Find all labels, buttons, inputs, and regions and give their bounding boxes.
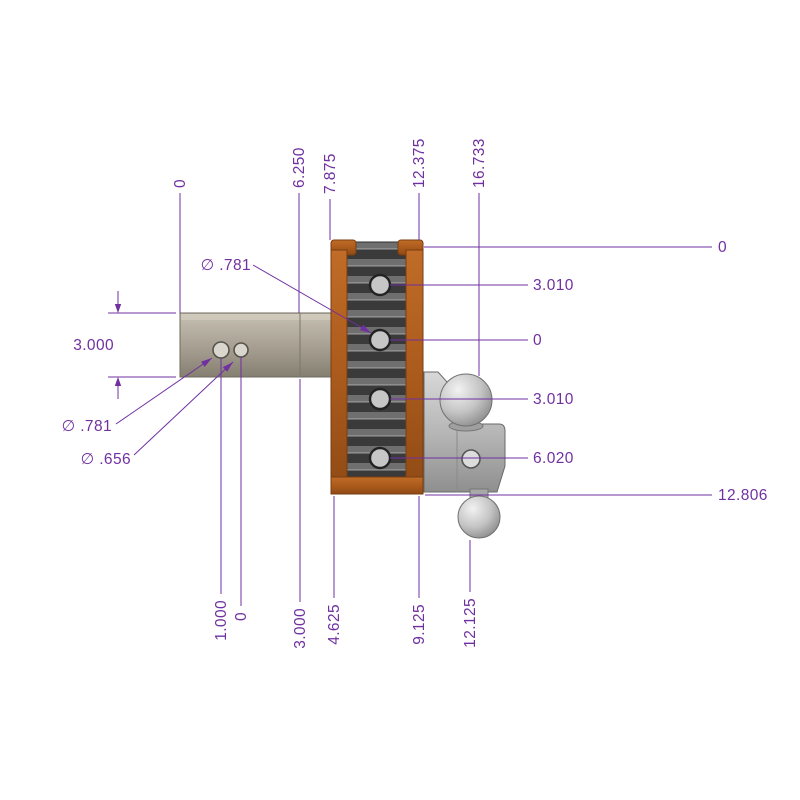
arrow-shank-hole-656 xyxy=(222,362,233,372)
dim-label-bracket-hole-dia: ∅ .781 xyxy=(201,257,251,274)
dim-label-bottom-3000: 3.000 xyxy=(292,608,309,649)
dim-label-right-0-mid: 0 xyxy=(533,332,542,349)
leader-shank-hole-781 xyxy=(115,357,213,425)
dim-label-bottom-4625: 4.625 xyxy=(326,604,343,645)
bracket-bottom-bar xyxy=(330,476,424,495)
dimension-labels: 0 6.250 7.875 12.375 16.733 0 3.010 0 3.… xyxy=(62,138,768,649)
arrow-3000-up xyxy=(114,377,122,386)
dim-label-bottom-9125: 9.125 xyxy=(411,604,428,645)
bracket-hole-3 xyxy=(368,387,392,411)
dim-label-bottom-0: 0 xyxy=(233,612,250,621)
dimension-lines xyxy=(108,193,712,606)
bracket-hole-1 xyxy=(368,273,392,297)
dim-label-top-0: 0 xyxy=(172,179,189,188)
bracket-hole-4 xyxy=(368,446,392,470)
dim-label-top-16733: 16.733 xyxy=(471,138,488,188)
top-ball xyxy=(439,373,493,427)
dim-label-shank-hole-dia-2: ∅ .656 xyxy=(81,451,131,468)
bracket-hole-2 xyxy=(368,328,392,352)
arrow-3000-down xyxy=(114,304,122,313)
shank-hole-781 xyxy=(212,341,230,359)
dim-label-right-3010-a: 3.010 xyxy=(533,277,574,294)
shank-hole-656 xyxy=(233,342,249,358)
shank-body xyxy=(179,312,333,378)
dim-label-right-0-top: 0 xyxy=(718,239,727,256)
bracket-right-rail xyxy=(405,249,424,495)
dim-label-top-6250: 6.250 xyxy=(291,147,308,188)
shank-top-highlight xyxy=(181,314,331,320)
bottom-ball xyxy=(457,495,501,539)
dim-label-shank-height: 3.000 xyxy=(73,337,114,354)
ball-mount xyxy=(423,371,506,539)
mount-hole xyxy=(461,449,481,469)
dim-label-bottom-1000: 1.000 xyxy=(213,600,230,641)
arrow-shank-hole-781 xyxy=(201,358,212,367)
channel-bracket xyxy=(330,239,424,495)
dim-label-right-3010-b: 3.010 xyxy=(533,391,574,408)
arrow-bracket-hole xyxy=(359,324,371,333)
dim-label-top-7875: 7.875 xyxy=(322,153,339,194)
dim-label-top-12375: 12.375 xyxy=(411,138,428,188)
dim-label-right-12806: 12.806 xyxy=(718,487,768,504)
bracket-left-rail xyxy=(330,249,348,495)
leader-shank-hole-656 xyxy=(133,361,234,456)
dim-label-right-6020: 6.020 xyxy=(533,450,574,467)
leader-bracket-hole xyxy=(252,264,372,334)
shank xyxy=(179,312,333,378)
dim-label-shank-hole-dia-1: ∅ .781 xyxy=(62,418,112,435)
dim-label-bottom-12125: 12.125 xyxy=(462,598,479,648)
